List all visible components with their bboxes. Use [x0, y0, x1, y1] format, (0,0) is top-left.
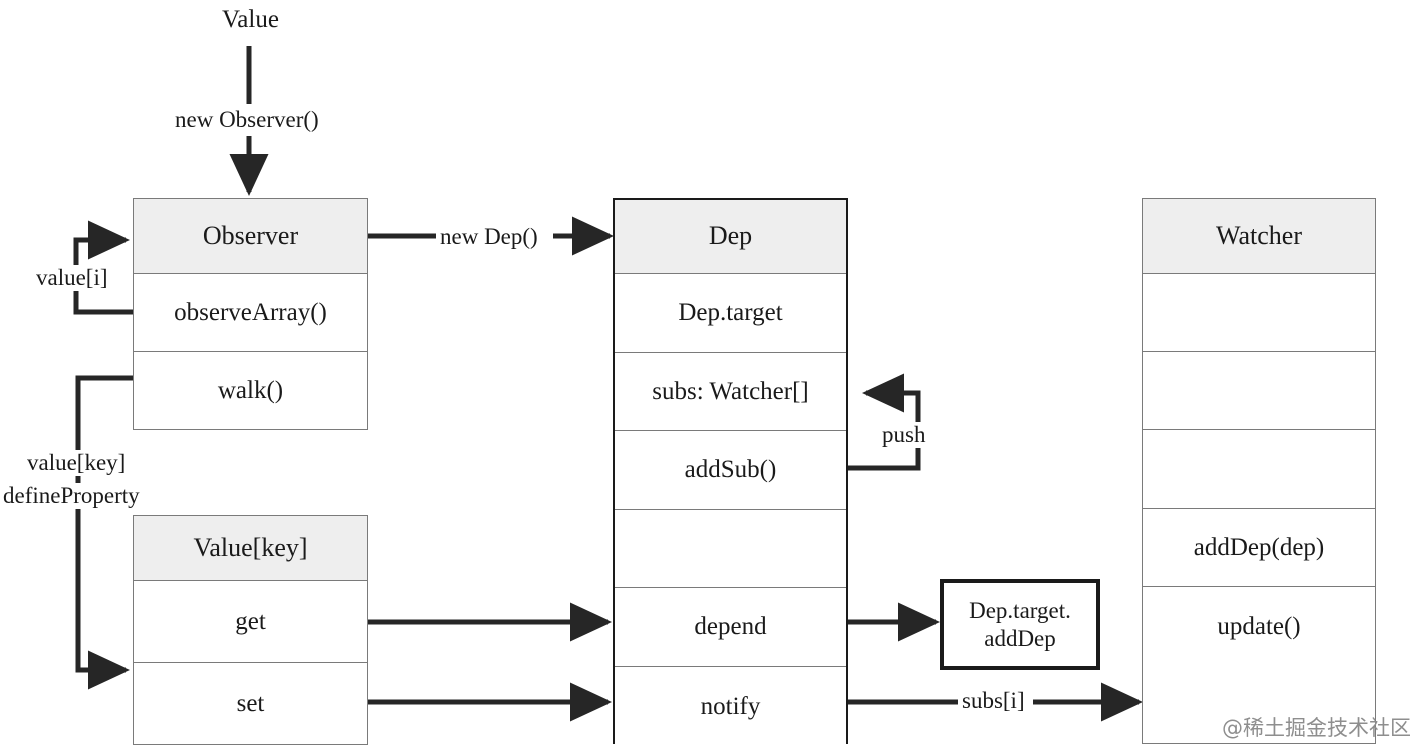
class-row-notify: notify — [615, 666, 846, 746]
edge-label-value-i: value[i] — [33, 265, 111, 292]
class-row-watcher-blank-1 — [1143, 273, 1375, 351]
callout-line-2: addDep — [984, 625, 1056, 651]
class-box-dep: Dep Dep.target subs: Watcher[] addSub() … — [613, 198, 848, 746]
class-row-update: update() — [1143, 586, 1375, 666]
class-row-add-sub: addSub() — [615, 430, 846, 509]
class-header-watcher: Watcher — [1143, 199, 1375, 273]
class-header-value-key: Value[key] — [134, 516, 367, 580]
class-row-set: set — [134, 662, 367, 744]
class-row-dep-blank — [615, 509, 846, 587]
class-row-observe-array: observeArray() — [134, 273, 367, 351]
class-row-depend: depend — [615, 587, 846, 666]
class-header-observer: Observer — [134, 199, 367, 273]
edge-label-new-dep: new Dep() — [437, 224, 541, 251]
edge-label-new-observer: new Observer() — [172, 107, 322, 134]
class-box-value-key: Value[key] get set — [133, 515, 368, 745]
class-row-watcher-blank-2 — [1143, 351, 1375, 429]
class-row-subs: subs: Watcher[] — [615, 352, 846, 430]
class-row-add-dep: addDep(dep) — [1143, 508, 1375, 586]
class-row-get: get — [134, 580, 367, 662]
class-box-observer: Observer observeArray() walk() — [133, 198, 368, 430]
value-source-label: Value — [222, 6, 279, 33]
callout-box-dep-target-adddep: Dep.target. addDep — [940, 579, 1100, 670]
edge-label-subs-i: subs[i] — [959, 688, 1028, 715]
edge-label-push: push — [879, 422, 929, 449]
class-row-walk: walk() — [134, 351, 367, 429]
class-box-watcher: Watcher addDep(dep) update() — [1142, 198, 1376, 744]
callout-line-1: Dep.target. — [969, 598, 1071, 624]
class-row-watcher-blank-3 — [1143, 429, 1375, 508]
class-row-dep-target: Dep.target — [615, 274, 846, 352]
class-header-dep: Dep — [615, 200, 846, 274]
edge-label-value-key: value[key] — [24, 450, 129, 477]
edge-label-define-property: defineProperty — [0, 483, 143, 510]
edge-define-property — [75, 375, 133, 690]
watermark-label: @稀土掘金技术社区 — [1222, 716, 1411, 740]
